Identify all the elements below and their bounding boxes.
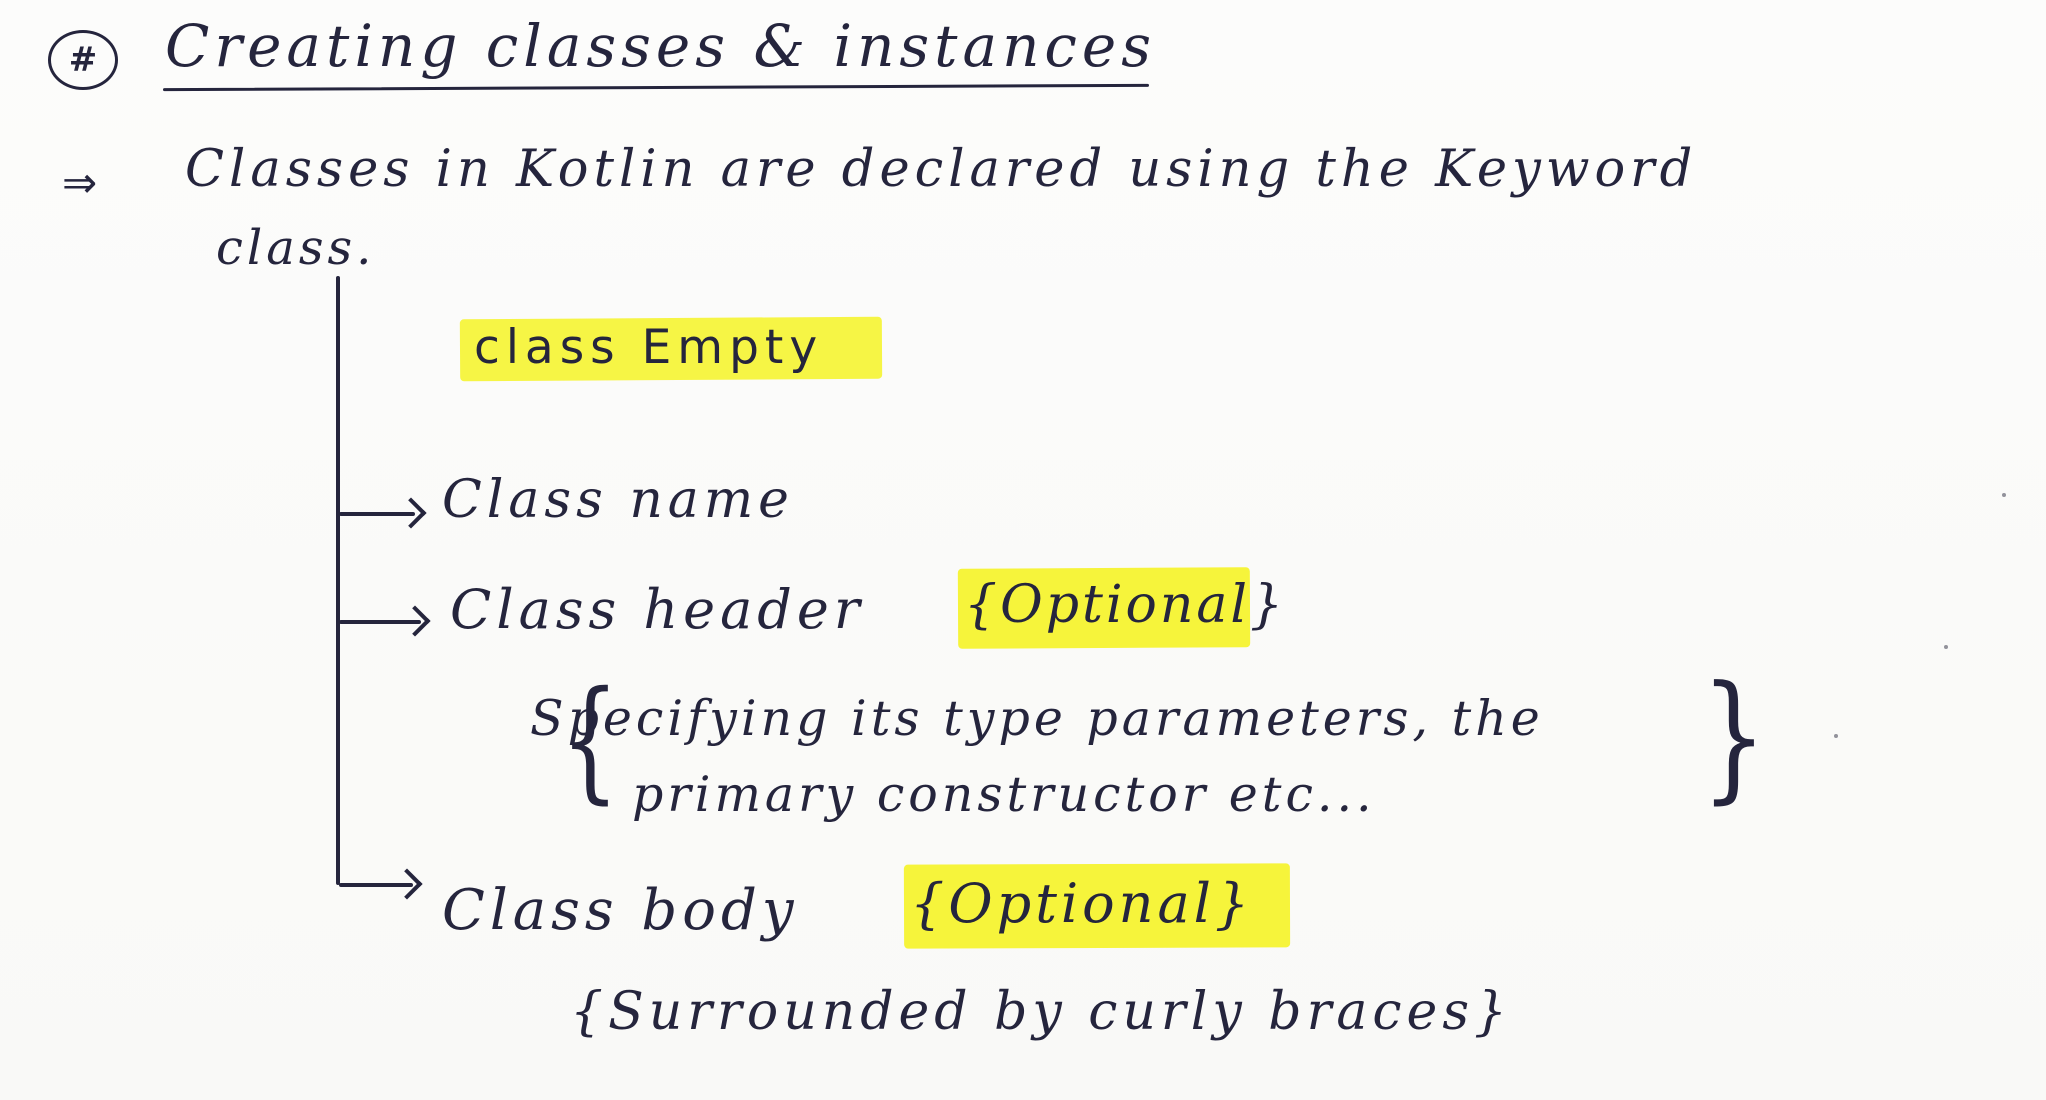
class-body-label: Class body [442, 878, 799, 943]
class-header-detail-line-2: primary constructor etc... [632, 766, 1376, 823]
tree-vertical-line [336, 276, 340, 885]
note-title: Creating classes & instances [165, 12, 1156, 80]
hash-icon: # [48, 30, 118, 90]
code-example: class Empty [474, 320, 824, 375]
right-curly-brace: } [1700, 656, 1767, 817]
title-underline [162, 83, 1150, 92]
intro-text-line-1: Classes in Kotlin are declared using the… [185, 140, 1698, 199]
intro-text-line-2: class. [216, 220, 376, 276]
paper-speck [1834, 734, 1838, 738]
class-name-label: Class name [442, 470, 794, 530]
right-arrow-icon [399, 605, 431, 637]
class-header-label: Class header [450, 578, 865, 641]
paper-speck [2002, 493, 2006, 497]
double-arrow-icon: ⇒ [62, 158, 98, 207]
right-arrow-icon [391, 868, 423, 900]
class-body-detail: {Surrounded by curly braces} [570, 982, 1513, 1042]
branch-line-class-body [339, 883, 413, 887]
left-curly-brace: { [560, 663, 620, 817]
branch-line-class-name [339, 512, 415, 516]
class-body-optional-tag: {Optional} [910, 872, 1254, 935]
branch-line-class-header [339, 620, 421, 624]
class-header-optional-tag: {Optional} [964, 575, 1287, 635]
paper-speck [1944, 645, 1948, 649]
class-header-detail-line-1: Specifying its type parameters, the [530, 690, 1544, 747]
right-arrow-icon [395, 497, 427, 529]
